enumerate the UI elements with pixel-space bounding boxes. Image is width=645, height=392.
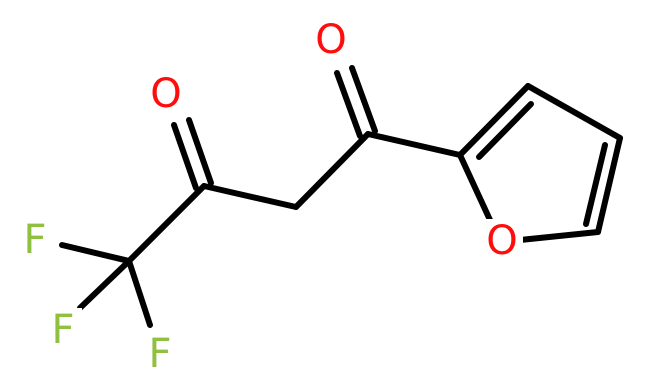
bond-furan-inner-c4-c5 <box>583 142 608 227</box>
atom-label-f: F <box>23 217 46 263</box>
atom-label-o: O <box>486 218 517 264</box>
atom-oxygen-furan: O <box>481 218 523 264</box>
atom-fluorine-2: F <box>46 307 82 353</box>
bond-c2-o-double-b <box>186 117 214 186</box>
atom-label-o: O <box>150 71 181 117</box>
bonds <box>59 65 623 328</box>
bond-c2-o-double-a <box>171 122 199 191</box>
bond-c-f2 <box>77 258 132 311</box>
bond-cf3-c2 <box>126 183 207 264</box>
bond-furan-c4-c5 <box>595 135 623 235</box>
bond-c4-o-double-a <box>334 70 363 139</box>
bond-c-f1 <box>59 242 132 264</box>
bond-furan-c3-c4 <box>525 83 623 141</box>
bond-ch2-c4 <box>293 131 371 210</box>
bond-c4-furan <box>365 131 463 158</box>
bond-furan-o-c2 <box>457 152 493 223</box>
bond-c-f3 <box>126 258 153 328</box>
atom-fluorine-3: F <box>143 331 179 377</box>
atom-labels: O O O F F F <box>18 17 523 377</box>
atom-fluorine-1: F <box>18 217 54 263</box>
atom-label-o: O <box>315 17 346 63</box>
bond-c4-o-double-b <box>349 65 378 134</box>
atom-oxygen-right-ketone: O <box>310 17 352 63</box>
bond-furan-c2-c3 <box>457 83 531 158</box>
bond-furan-inner-c2-c3 <box>476 101 534 160</box>
atom-oxygen-left-ketone: O <box>145 71 187 117</box>
bond-c2-ch2 <box>201 183 299 210</box>
atom-label-f: F <box>148 331 171 377</box>
bond-furan-c5-o <box>517 229 601 243</box>
atom-label-f: F <box>51 307 74 353</box>
